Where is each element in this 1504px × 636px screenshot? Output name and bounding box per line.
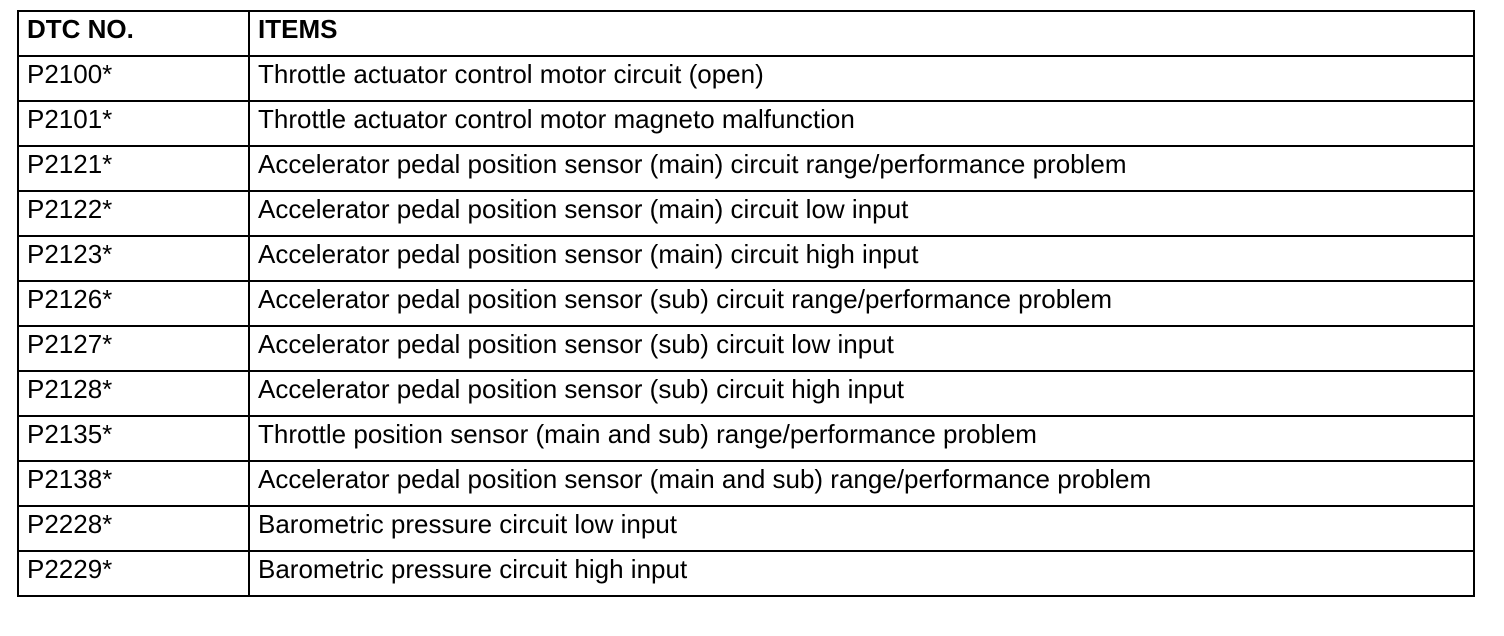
dtc-code-cell: P2123*	[17, 235, 250, 282]
table-row: P2228* Barometric pressure circuit low i…	[17, 505, 1475, 552]
dtc-item-cell: Accelerator pedal position sensor (main)…	[248, 145, 1475, 192]
dtc-item-cell: Barometric pressure circuit high input	[248, 550, 1475, 597]
dtc-code-cell: P2122*	[17, 190, 250, 237]
dtc-item-cell: Throttle actuator control motor magneto …	[248, 100, 1475, 147]
table-row: P2229* Barometric pressure circuit high …	[17, 550, 1475, 597]
header-items: ITEMS	[248, 10, 1475, 57]
dtc-code-cell: P2128*	[17, 370, 250, 417]
dtc-code-cell: P2229*	[17, 550, 250, 597]
table-row: P2127* Accelerator pedal position sensor…	[17, 325, 1475, 372]
dtc-code-cell: P2228*	[17, 505, 250, 552]
header-row: DTC NO. ITEMS	[17, 10, 1475, 57]
dtc-item-cell: Accelerator pedal position sensor (sub) …	[248, 280, 1475, 327]
table-row: P2100* Throttle actuator control motor c…	[17, 55, 1475, 102]
table-row: P2101* Throttle actuator control motor m…	[17, 100, 1475, 147]
table-row: P2128* Accelerator pedal position sensor…	[17, 370, 1475, 417]
dtc-item-cell: Accelerator pedal position sensor (main …	[248, 460, 1475, 507]
dtc-code-cell: P2121*	[17, 145, 250, 192]
dtc-code-cell: P2127*	[17, 325, 250, 372]
table-row: P2138* Accelerator pedal position sensor…	[17, 460, 1475, 507]
dtc-code-cell: P2101*	[17, 100, 250, 147]
dtc-item-cell: Accelerator pedal position sensor (main)…	[248, 190, 1475, 237]
table-body: P2100* Throttle actuator control motor c…	[17, 55, 1475, 597]
dtc-table: DTC NO. ITEMS P2100* Throttle actuator c…	[17, 10, 1475, 597]
table-header: DTC NO. ITEMS	[17, 10, 1475, 57]
dtc-item-cell: Throttle actuator control motor circuit …	[248, 55, 1475, 102]
table-row: P2135* Throttle position sensor (main an…	[17, 415, 1475, 462]
dtc-item-cell: Throttle position sensor (main and sub) …	[248, 415, 1475, 462]
dtc-item-cell: Accelerator pedal position sensor (main)…	[248, 235, 1475, 282]
dtc-item-cell: Accelerator pedal position sensor (sub) …	[248, 370, 1475, 417]
table-row: P2122* Accelerator pedal position sensor…	[17, 190, 1475, 237]
dtc-code-cell: P2126*	[17, 280, 250, 327]
table-row: P2121* Accelerator pedal position sensor…	[17, 145, 1475, 192]
dtc-item-cell: Barometric pressure circuit low input	[248, 505, 1475, 552]
dtc-code-cell: P2135*	[17, 415, 250, 462]
table-row: P2126* Accelerator pedal position sensor…	[17, 280, 1475, 327]
header-dtc-no: DTC NO.	[17, 10, 250, 57]
table-row: P2123* Accelerator pedal position sensor…	[17, 235, 1475, 282]
dtc-code-cell: P2100*	[17, 55, 250, 102]
dtc-item-cell: Accelerator pedal position sensor (sub) …	[248, 325, 1475, 372]
dtc-code-cell: P2138*	[17, 460, 250, 507]
